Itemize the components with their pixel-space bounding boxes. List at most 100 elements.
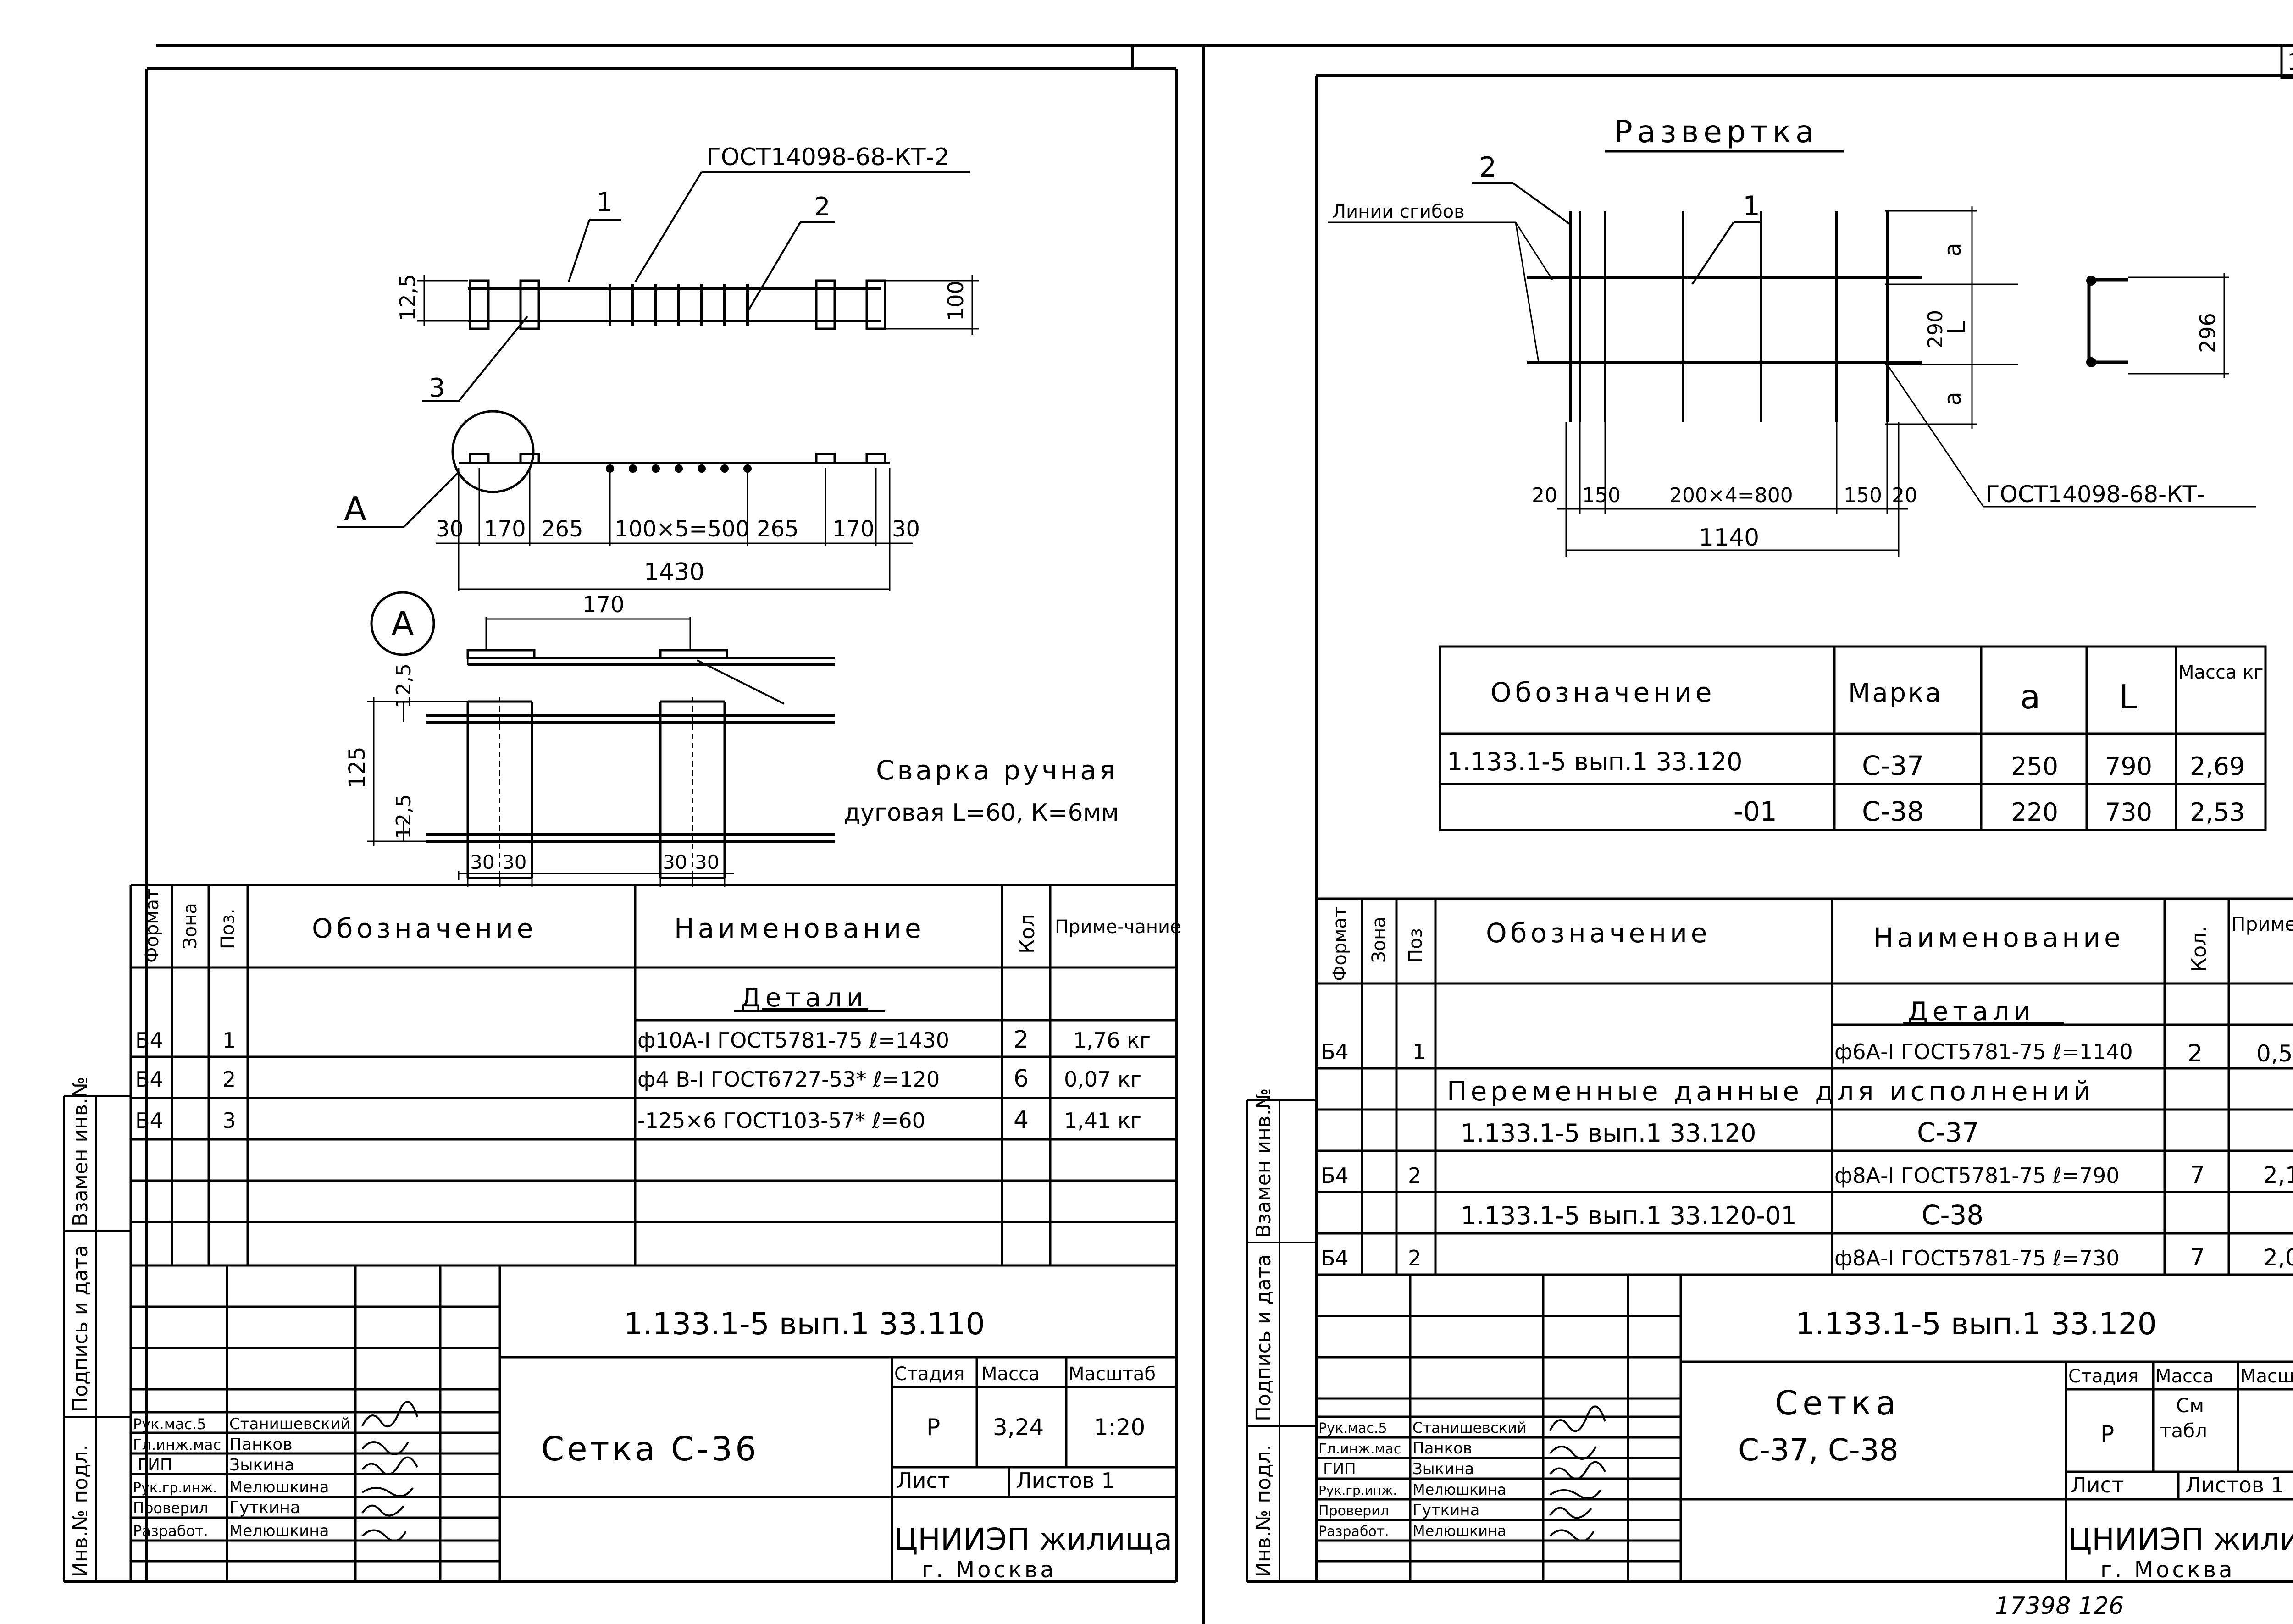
cell-pos: 1 [222,1028,236,1053]
org-city-r: г. Москва [2100,1557,2235,1583]
detail-bot-30b: 30 [502,851,526,873]
detail-dim-170: 170 [582,592,625,618]
development-title: Развертка [1614,114,1819,149]
cell-name: ф8А-I ГОСТ5781-75 ℓ=790 [1834,1163,2120,1188]
cell-mass: 2,69 [2190,752,2245,781]
variants-h-l: L [2119,678,2137,716]
cell-name: -125×6 ГОСТ103-57* ℓ=60 [637,1108,925,1133]
cell-name: ф6А-I ГОСТ5781-75 ℓ=1140 [1834,1039,2133,1064]
role-5: Разработ. [133,1522,208,1540]
name-5: Мелюшкина [229,1522,329,1540]
cell-qty: 2 [2188,1040,2203,1067]
cell-format: Б4 [135,1028,163,1053]
cell-l: 790 [2105,752,2152,781]
spec-h-note: Приме-чание [1055,917,1181,938]
mass-value-2: табл [2160,1420,2207,1442]
doc-code-r: 1.133.1-5 вып.1 33.120 [1795,1306,2157,1342]
cell-name: ф10А-I ГОСТ5781-75 ℓ=1430 [637,1028,949,1053]
role-5-r: Разработ. [1318,1524,1389,1540]
sheets-header: Листов 1 [1016,1468,1115,1493]
cell-note: 0,51 [2256,1040,2293,1067]
gost-label-right: ГОСТ14098-68-КТ- [1986,481,2205,508]
name-1-r: Панков [1412,1439,1472,1458]
dim-h-20a: 20 [1532,484,1557,507]
cell-designation: -01 [1734,796,1777,827]
cell-note: 2,02 [2263,1244,2293,1271]
cell-mark: С-38 [1862,796,1924,827]
plan-total: 1430 [644,558,704,586]
detail-bot-30d: 30 [695,851,719,873]
plan-dim-30b: 30 [892,516,920,542]
role-2-r: ГИП [1323,1460,1356,1478]
cell-pos: 2 [1408,1163,1421,1188]
cell-pos: 2 [222,1067,236,1092]
cell-note: 0,07 кг [1064,1067,1141,1092]
dim-125-elev: 12,5 [395,274,420,321]
right-title-block: 1.133.1-5 вып.1 33.120 Сетка С-37, С-38 … [1315,1275,2293,1583]
role-0-r: Рук.мас.5 [1318,1420,1387,1436]
cell-format: Б4 [1321,1246,1349,1270]
cell-a: 250 [2011,752,2058,781]
spec-h-qty: Кол [1016,914,1039,954]
dim-100-elev: 100 [943,281,968,321]
left-side-margin: Инв.№ подл. Подпись и дата Взамен инв.№ [63,1077,131,1582]
doc-code: 1.133.1-5 вып.1 33.110 [624,1306,985,1342]
pos-label-2: 2 [814,192,831,222]
name-5-r: Мелюшкина [1412,1522,1507,1540]
side-label-replace-r: Взамен инв.№ [1252,1088,1275,1238]
spec-h-name: Наименование [674,913,925,944]
dim-h-20b: 20 [1892,484,1917,507]
development-drawing: Развертка 2 Линии сгибов 1 [1328,114,2256,557]
cell-l: 730 [2105,798,2152,827]
table-row: Б4 1 ф10А-I ГОСТ5781-75 ℓ=1430 2 1,76 кг [135,1026,1151,1054]
detail-a: А 170 [344,591,1119,887]
sheets-header-r: Листов 1 [2185,1473,2284,1497]
spec-h-pos-r: Поз [1405,928,1426,963]
org-city: г. Москва [922,1557,1057,1583]
mesh-elevation: ГОСТ14098-68-КТ-2 1 2 [395,144,979,403]
variants-h-designation: Обозначение [1490,677,1715,708]
weld-note-2: дуговая L=60, К=6мм [844,799,1119,827]
role-2: ГИП [138,1456,172,1475]
spec-section-r: Детали [1908,997,2035,1027]
plan-dim-30a: 30 [436,516,464,542]
stage-header-r: Стадия [2068,1366,2138,1387]
name-4: Гуткина [229,1498,300,1517]
cell-qty: 2 [1014,1026,1029,1054]
item-name: Сетка С-36 [541,1430,759,1468]
page-number-box: 124 [2280,44,2293,79]
side-label-sign-r: Подпись и дата [1252,1254,1275,1421]
cell-a: 220 [2011,798,2058,827]
spec-h-qty-r: Кол. [2188,926,2211,972]
spec-h-zone-r: Зона [1368,917,1390,963]
plan-dim-500: 100×5=500 [615,516,749,542]
sheet-header: Лист [897,1468,950,1493]
name-3: Мелюшкина [229,1478,329,1497]
mass-header-r: Масса [2155,1366,2214,1387]
cell-note: 2,18 [2263,1162,2293,1188]
plan-dim-170b: 170 [832,516,875,542]
role-1-r: Гл.инж.мас [1318,1441,1401,1457]
name-0: Станишевский [229,1415,350,1433]
org-name-r: ЦНИИЭП жилища [2068,1522,2293,1557]
variant-2-mark: С-38 [1922,1199,1983,1231]
dim-h-total: 1140 [1699,524,1759,552]
stage-header: Стадия [894,1364,964,1385]
pos-label-1: 1 [596,188,613,217]
mass-value-1: См [2176,1394,2204,1417]
right-side-margin: Инв.№ подл. Подпись и дата Взамен инв.№ [1246,1088,1316,1582]
callout-a: А [344,490,366,528]
sheet-header-r: Лист [2071,1473,2124,1497]
role-4-r: Проверил [1318,1503,1389,1519]
cell-note: 1,41 кг [1064,1108,1141,1133]
role-3: Рук.гр.инж. [133,1480,217,1496]
cell-format: Б4 [1321,1039,1349,1064]
dim-v-a-top: а [1939,243,1966,257]
side-label-inv-r: Инв.№ подл. [1252,1444,1275,1577]
dim-v-290: 290 [1924,310,1947,348]
table-row: Б4 2 ф4 В-I ГОСТ6727-53* ℓ=120 6 0,07 кг [135,1065,1141,1093]
signatures-r [1549,1405,1606,1542]
right-spec-table: Формат Зона Поз Обозначение Наименование… [1315,897,2293,1276]
mesh-plan: А 30 170 265 100×5=500 265 170 30 [337,410,920,591]
name-2-r: Зыкина [1412,1460,1474,1478]
